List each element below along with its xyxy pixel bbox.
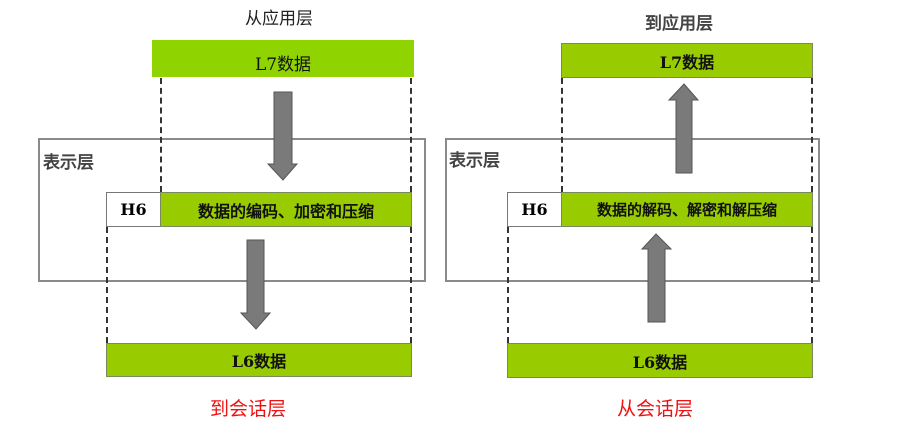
left-process-box: 数据的编码、加密和压缩	[160, 192, 412, 227]
right-bottom-label: 从会话层	[617, 398, 694, 420]
right-layer-label: 表示层	[449, 151, 500, 171]
up-arrow-icon	[640, 233, 673, 323]
right-dashed-line	[507, 227, 509, 343]
right-presentation-layer-box	[445, 138, 820, 282]
down-arrow-icon	[239, 239, 272, 330]
right-h6-header: H6	[507, 192, 562, 227]
left-dashed-line	[410, 227, 412, 343]
right-dashed-line	[811, 78, 813, 192]
left-dashed-line	[410, 78, 412, 192]
left-top-label: 从应用层	[245, 9, 313, 29]
right-dashed-line	[561, 78, 563, 192]
down-arrow-icon	[266, 91, 299, 181]
right-l7-data-box: L7数据	[561, 43, 813, 78]
left-layer-label: 表示层	[43, 153, 94, 173]
left-l7-data-box: L7数据	[152, 40, 414, 77]
left-dashed-line	[160, 78, 162, 192]
up-arrow-icon	[667, 83, 700, 174]
left-presentation-layer-box	[38, 138, 426, 282]
left-bottom-label: 到会话层	[210, 398, 287, 420]
right-l6-data-box: L6数据	[507, 343, 813, 378]
right-process-box: 数据的解码、解密和解压缩	[561, 192, 813, 227]
right-top-label: 到应用层	[645, 14, 713, 34]
left-dashed-line	[106, 227, 108, 343]
right-dashed-line	[811, 227, 813, 343]
left-l6-data-box: L6数据	[106, 343, 412, 377]
